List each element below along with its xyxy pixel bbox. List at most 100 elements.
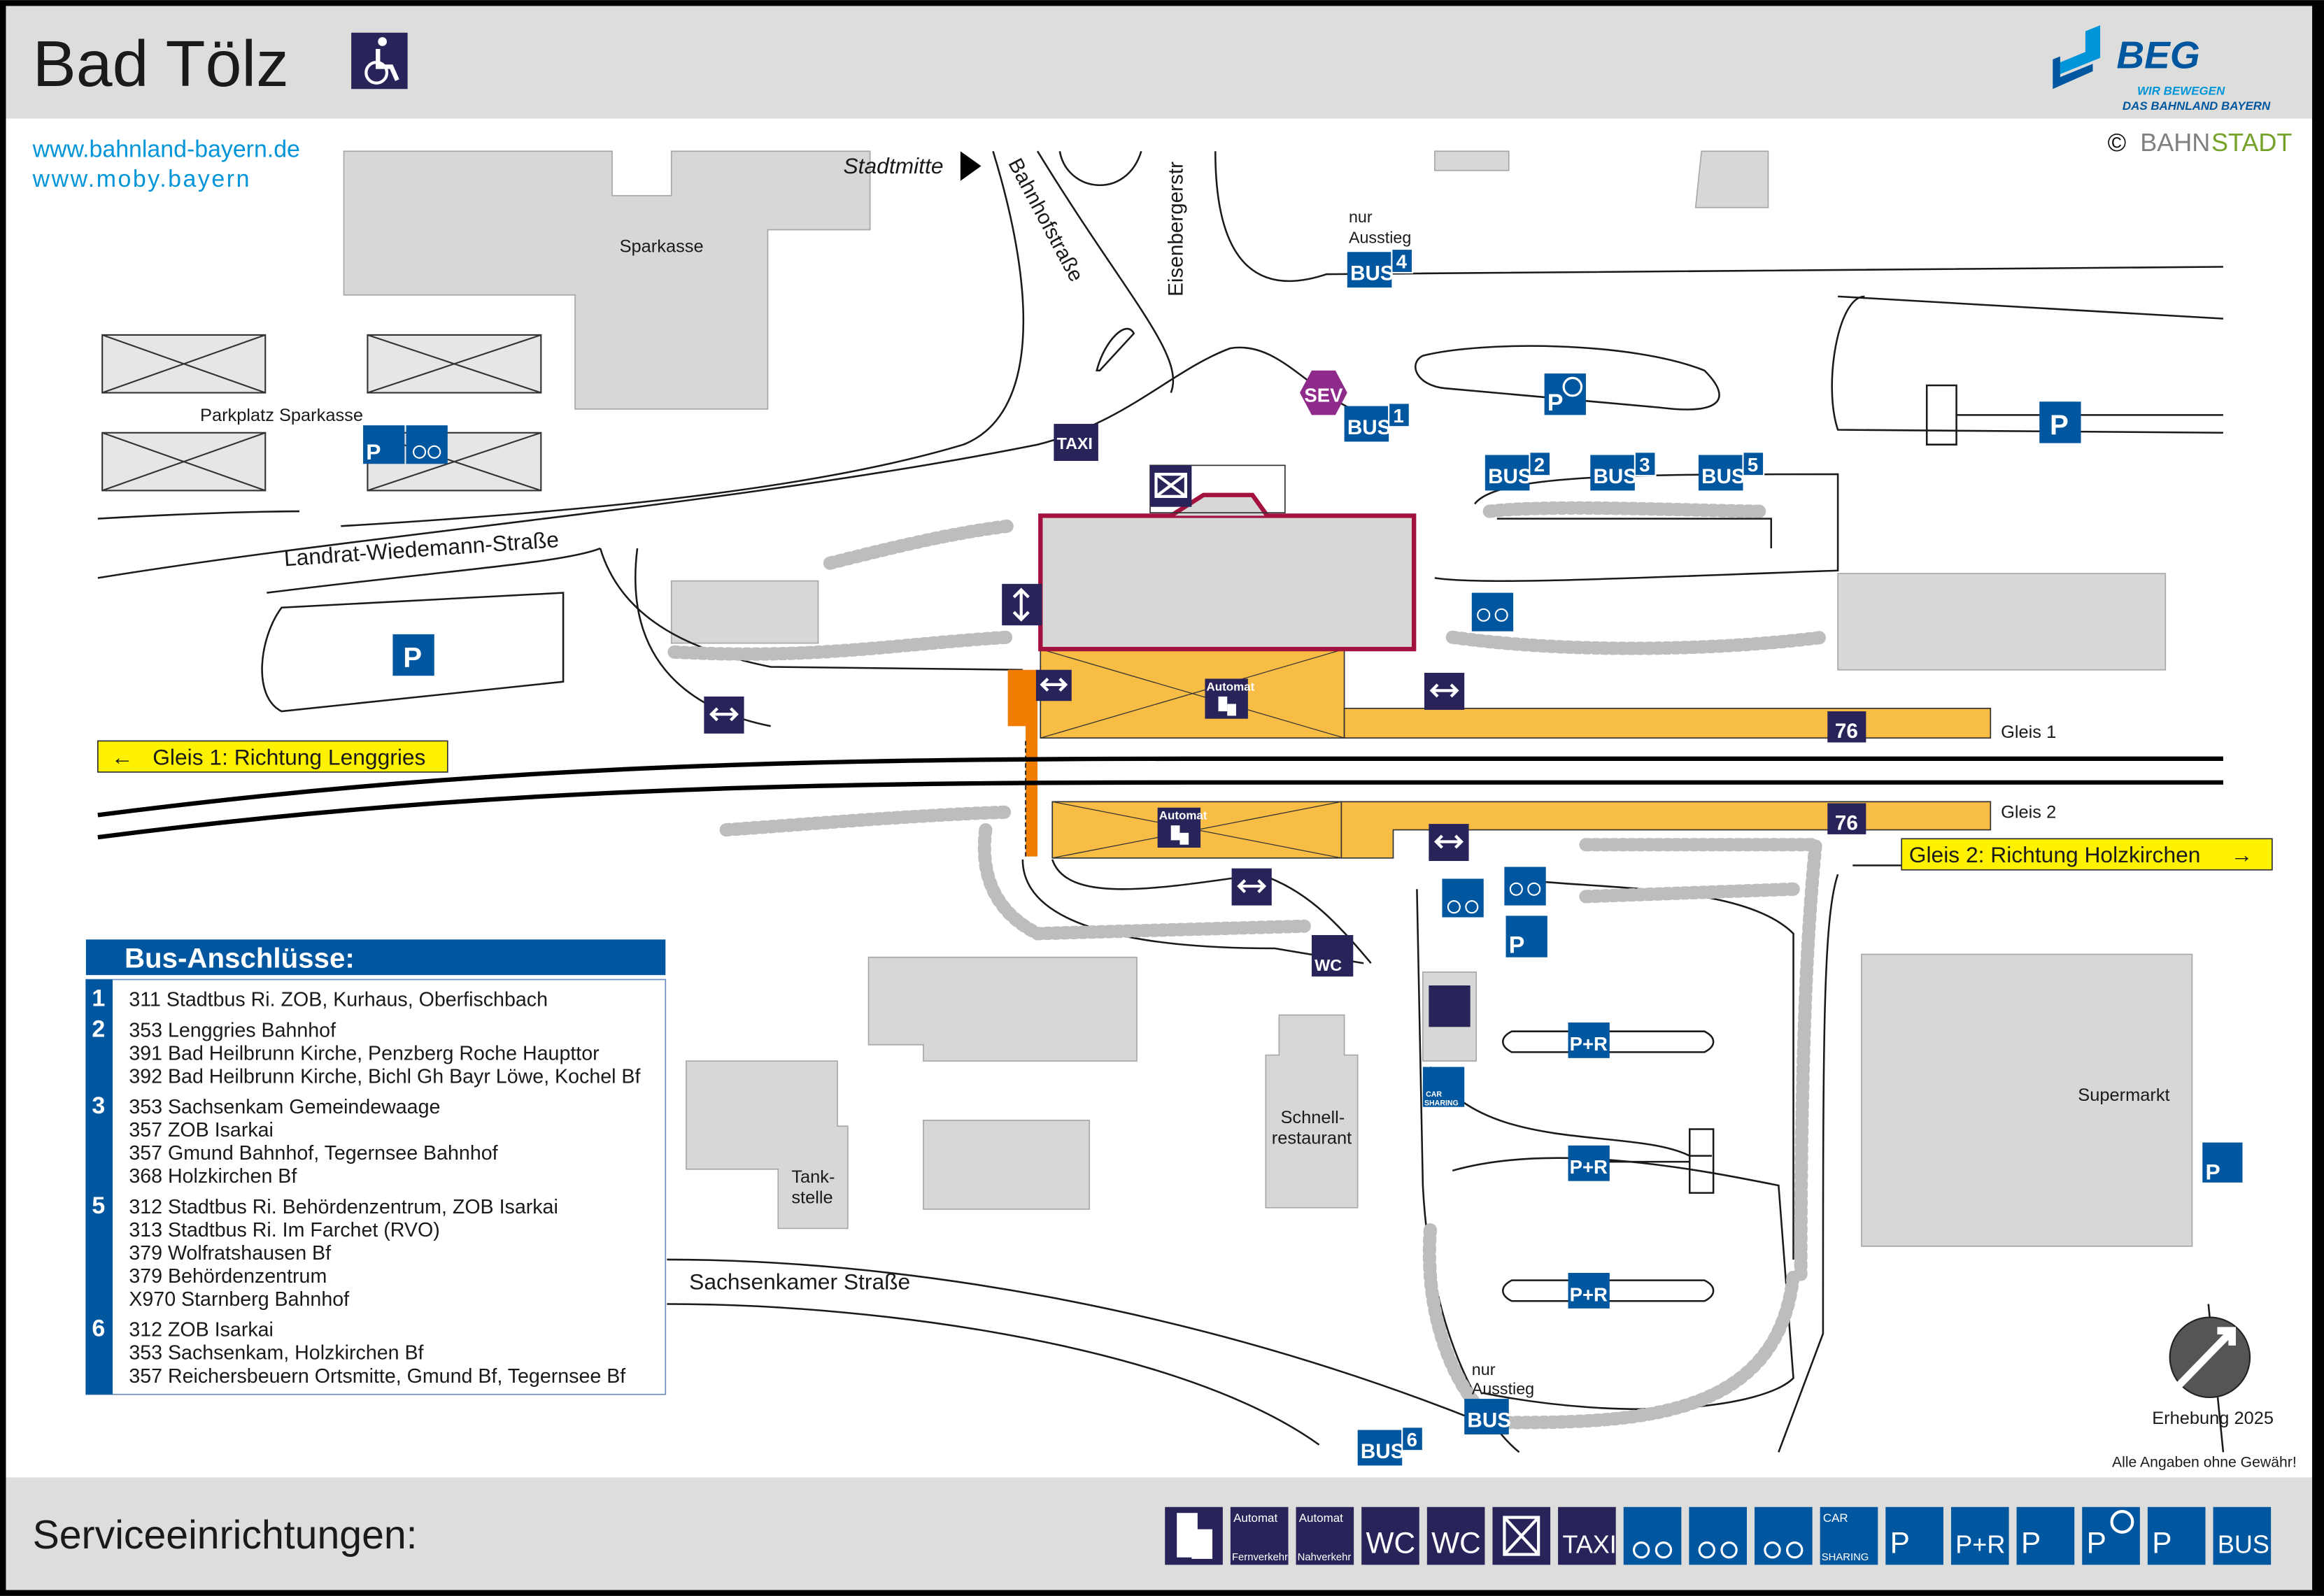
building: [1837, 573, 2167, 671]
svg-text:P+R: P+R: [1570, 1283, 1608, 1305]
legend-label: CAR: [1823, 1511, 1848, 1525]
accessible-wc-icon: WC: [1361, 1506, 1419, 1565]
svg-text:BUS: BUS: [1361, 1440, 1405, 1463]
bus-line: 353 Lenggries Bahnhof: [129, 1019, 336, 1041]
building: [670, 580, 819, 644]
svg-text:Parkplatz Sparkasse: Parkplatz Sparkasse: [200, 406, 363, 425]
taxi-icon: TAXI: [1054, 424, 1098, 462]
platform-section-icon: [1429, 985, 1471, 1027]
svg-text:6: 6: [1407, 1429, 1417, 1451]
parking-icon: P: [2016, 1506, 2075, 1565]
svg-text:Stadtmitte: Stadtmitte: [843, 153, 943, 178]
svg-text:Tank-: Tank-: [791, 1167, 835, 1187]
direction-arrow-icon: [960, 151, 982, 181]
accessible-parking-icon: P: [1505, 915, 1547, 958]
bike-repair-icon: [1623, 1506, 1682, 1565]
park-and-ride-icon: P+R: [1950, 1506, 2009, 1565]
svg-text:←: ←: [111, 744, 134, 769]
north-arrow-icon: [2169, 1316, 2251, 1399]
platform-section-icon: [1165, 1506, 1223, 1565]
svg-text:Supermarkt: Supermarkt: [2078, 1085, 2169, 1105]
svg-text:CAR: CAR: [1426, 1090, 1442, 1099]
link-bahnland-bayern[interactable]: www.bahnland-bayern.de: [32, 136, 300, 163]
svg-text:nur: nur: [1472, 1360, 1496, 1378]
svg-text:1: 1: [1394, 405, 1404, 427]
bus-icon: BUS: [2213, 1506, 2272, 1565]
svg-text:4: 4: [1396, 251, 1408, 273]
e-bike-charging-icon: [1755, 1506, 1813, 1565]
e-bike-charging-icon: [406, 425, 448, 464]
parking-icon: P: [2039, 401, 2081, 443]
svg-text:restaurant: restaurant: [1272, 1129, 1352, 1148]
svg-text:STADT: STADT: [2211, 128, 2292, 157]
svg-text:P: P: [366, 439, 381, 464]
ticket-machine-label: Automat: [1159, 809, 1207, 822]
link-moby-bayern[interactable]: www.moby.bayern: [32, 166, 251, 192]
direction-sign-lenggries: ← Gleis 1: Richtung Lenggries: [97, 740, 448, 773]
legend-label: P: [2021, 1526, 2041, 1559]
short-term-parking-icon: P: [1544, 373, 1586, 416]
svg-text:76: 76: [1835, 720, 1858, 743]
bus-stop-drop-off[interactable]: BUS: [1464, 1399, 1511, 1434]
legend-label: Automat: [1233, 1511, 1277, 1525]
svg-text:BUS: BUS: [1467, 1409, 1511, 1432]
svg-text:DAS BAHNLAND BAYERN: DAS BAHNLAND BAYERN: [2123, 99, 2271, 113]
taxi-icon: TAXI: [1558, 1506, 1617, 1565]
legend-label: WC: [1366, 1526, 1416, 1559]
svg-text:Gleis 2: Gleis 2: [2001, 803, 2056, 822]
svg-text:WIR BEWEGEN: WIR BEWEGEN: [2137, 85, 2225, 98]
park-and-ride-icon: P+R: [1568, 1022, 1610, 1058]
accessible-wc-icon: WC: [1311, 934, 1354, 977]
sev-icon: SEV: [1300, 370, 1347, 415]
legend-label: P+R: [1955, 1530, 2005, 1558]
legend-sublabel: Fernverkehr: [1232, 1552, 1288, 1563]
wheelchair-icon: [351, 32, 408, 90]
bus-line: 357 Gmund Bahnhof, Tegernsee Bahnhof: [129, 1142, 497, 1164]
mailbox-icon: [1492, 1506, 1551, 1565]
bike-parking-icon: [1471, 592, 1514, 632]
svg-text:Bus-Anschlüsse:: Bus-Anschlüsse:: [125, 943, 355, 974]
ev-charging-parking-icon: P: [363, 425, 405, 464]
building-schnellrestaurant: [1265, 1014, 1359, 1209]
stop-number: 1: [92, 985, 105, 1012]
legend-label: P: [1890, 1526, 1910, 1559]
legend-label: P: [2087, 1526, 2106, 1559]
svg-text:Gleis 2: Richtung Holzkirchen: Gleis 2: Richtung Holzkirchen: [1909, 842, 2201, 867]
legend-label: BUS: [2218, 1530, 2269, 1558]
short-term-parking-icon: P: [2082, 1506, 2140, 1565]
svg-text:2: 2: [1534, 454, 1545, 476]
svg-text:BAHN: BAHN: [2140, 128, 2210, 157]
legend-label: P: [2152, 1526, 2171, 1559]
svg-text:nur: nur: [1349, 208, 1373, 226]
station-building: [1038, 513, 1417, 652]
page-title: Bad Tölz: [33, 27, 289, 100]
legend-label: WC: [1431, 1526, 1481, 1559]
building-sparkasse: [343, 150, 871, 410]
bus-line: 368 Holzkirchen Bf: [129, 1165, 297, 1188]
underpass: [1007, 669, 1038, 857]
accessible-parking-icon: P: [1885, 1506, 1943, 1565]
svg-text:WC: WC: [1315, 956, 1342, 974]
ev-charging-parking-icon: P: [2147, 1506, 2206, 1565]
park-and-ride-icon: P+R: [1568, 1145, 1610, 1181]
stop-number: 3: [92, 1092, 105, 1119]
bus-line: 353 Sachsenkam, Holzkirchen Bf: [129, 1342, 423, 1365]
park-and-ride-icon: P+R: [1568, 1273, 1610, 1309]
svg-text:Erhebung 2025: Erhebung 2025: [2152, 1409, 2274, 1428]
building: [867, 956, 1138, 1062]
bus-line: X970 Starnberg Bahnhof: [129, 1288, 349, 1311]
